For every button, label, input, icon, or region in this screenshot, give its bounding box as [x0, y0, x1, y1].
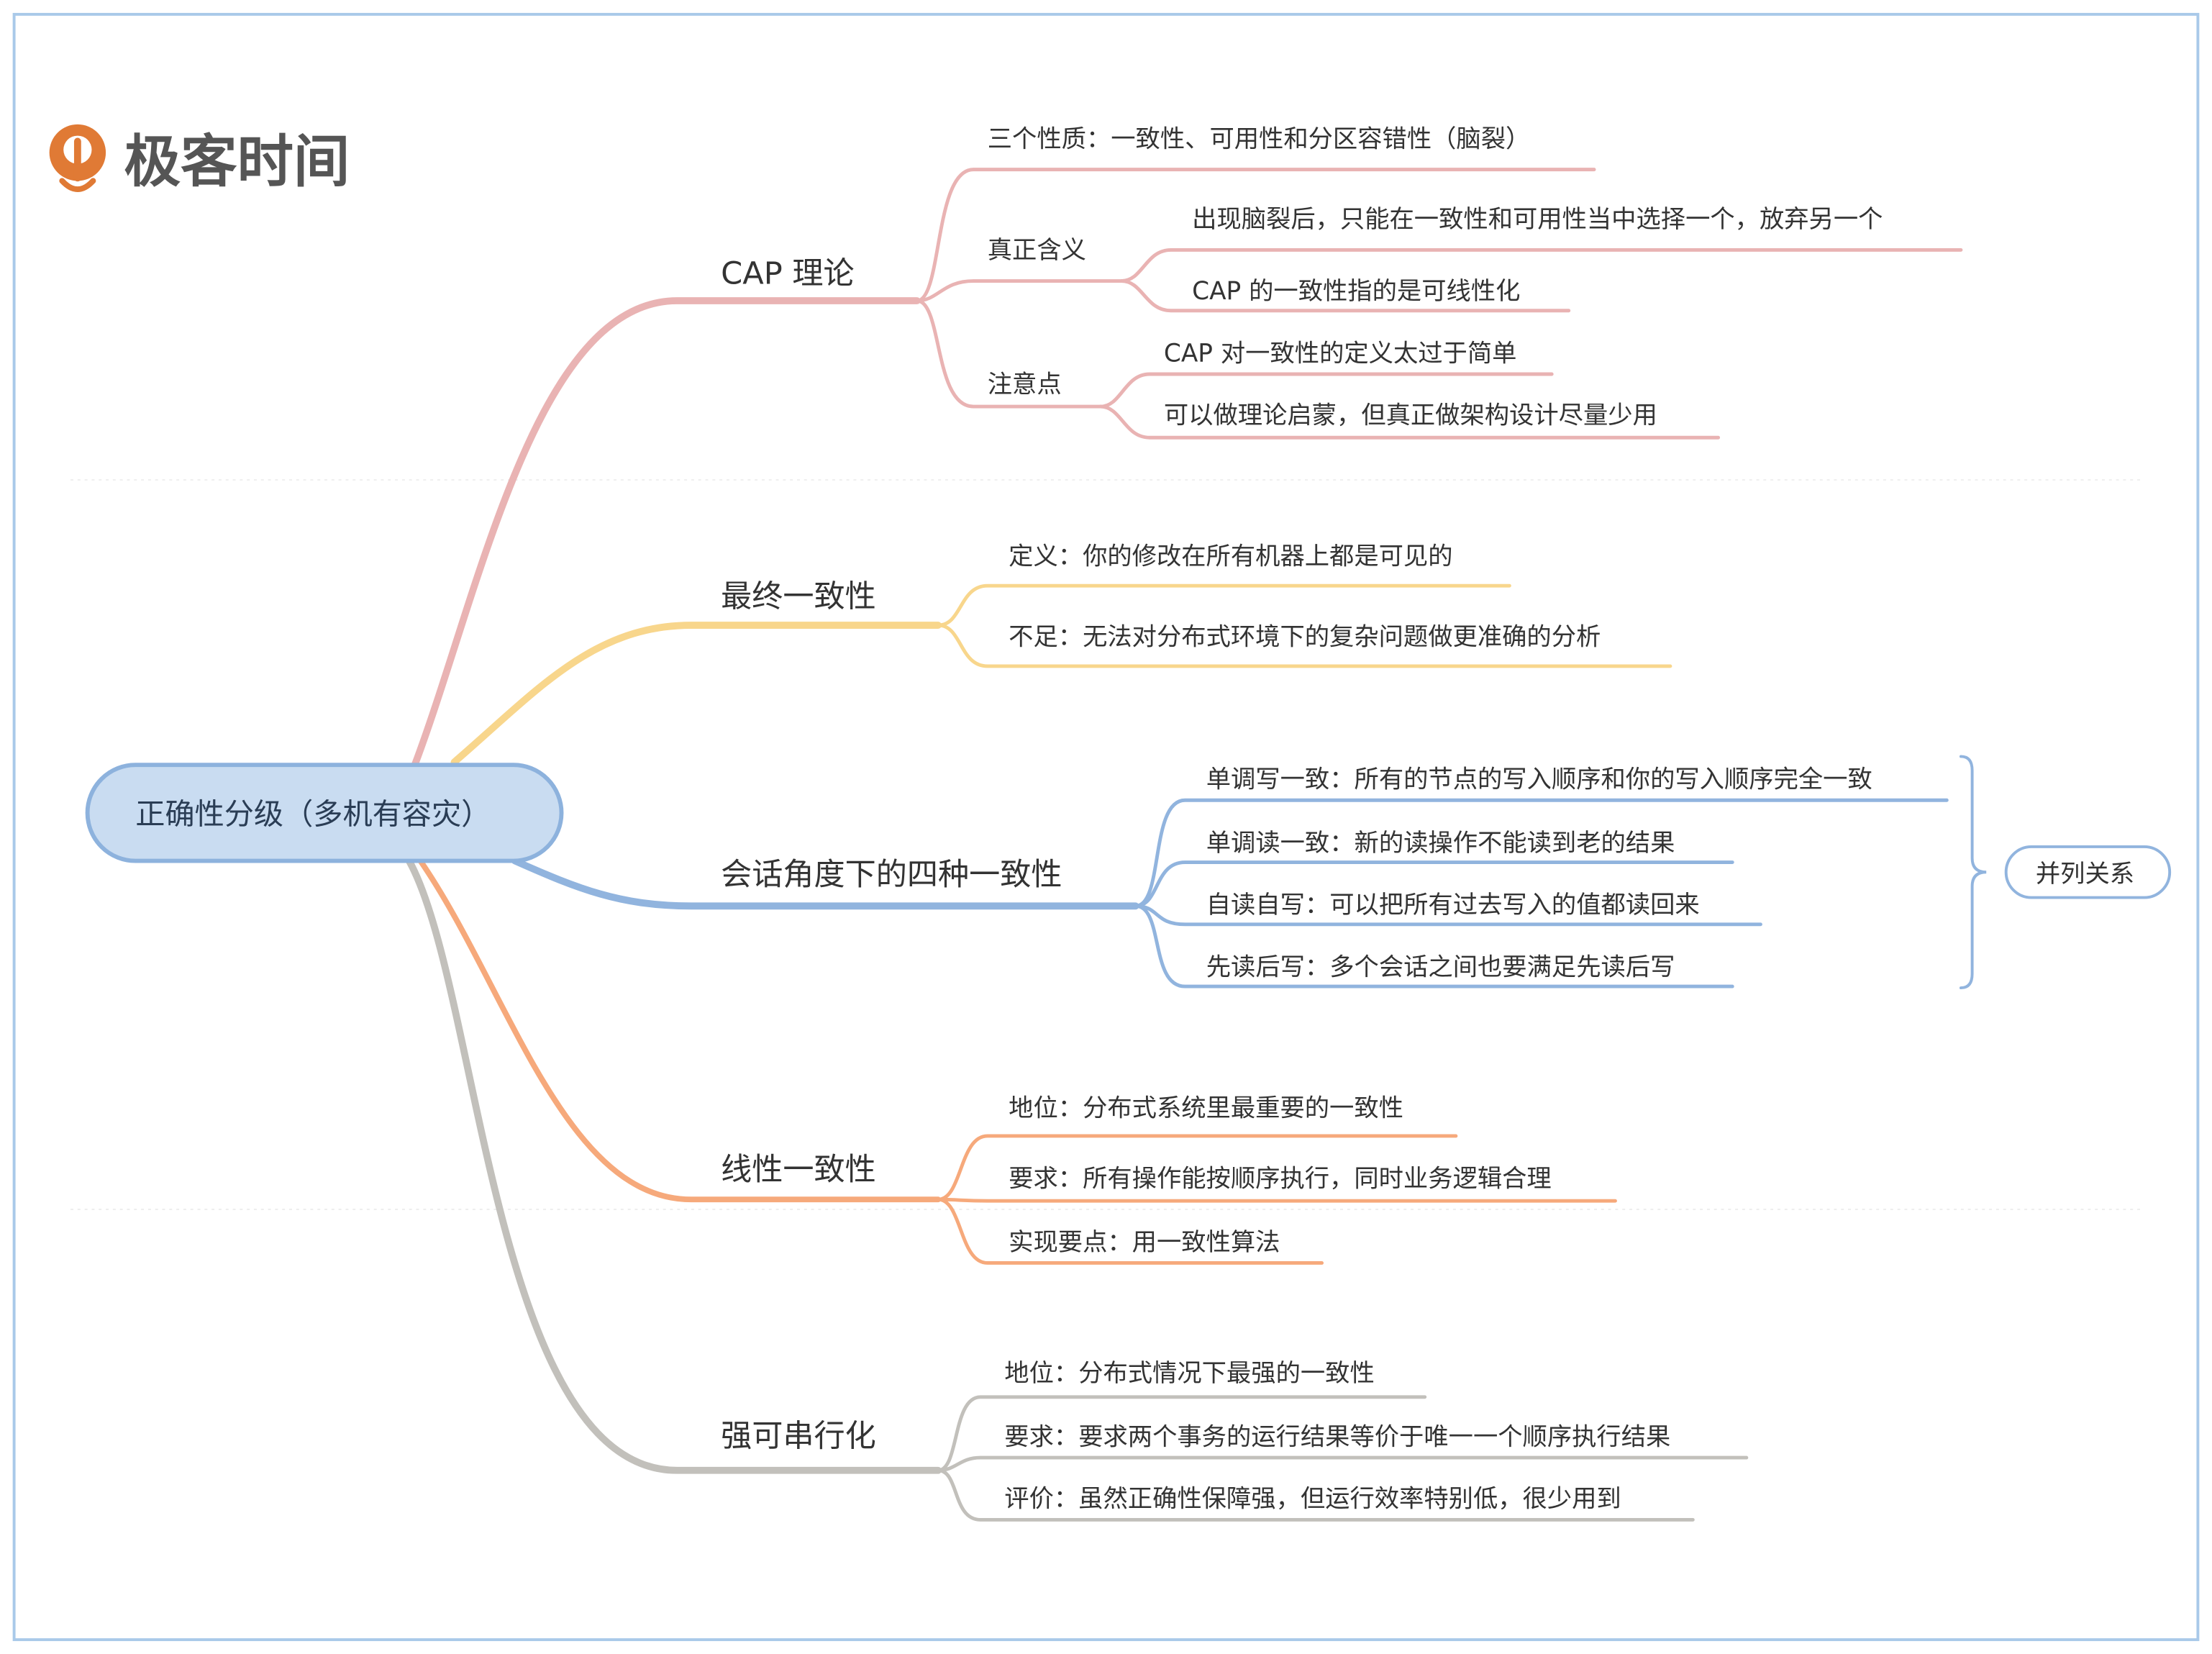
cap-notes: 注意点	[988, 370, 1062, 399]
node-eventual[interactable]: 最终一致性 定义：你的修改在所有机器上都是可见的 不足：无法对分布式环境下的复杂…	[721, 542, 1672, 668]
node-cap[interactable]: CAP 理论 三个性质：一致性、可用性和分区容错性（脑裂） 真正含义 出现脑裂后…	[721, 124, 1963, 440]
linear-requirement: 要求：所有操作能按顺序执行，同时业务逻辑合理	[1009, 1165, 1552, 1194]
summary-node[interactable]: 并列关系	[2004, 845, 2172, 899]
geektime-logo: 极客时间	[49, 124, 350, 194]
serial-evaluation: 评价：虽然正确性保障强，但运行效率特别低，很少用到	[1004, 1485, 1621, 1514]
branch-line-linear	[417, 858, 942, 1203]
node-serial[interactable]: 强可串行化 地位：分布式情况下最强的一致性 要求：要求两个事务的运行结果等价于唯…	[721, 1359, 1749, 1522]
branch-line-cap	[411, 297, 921, 769]
serial-label: 强可串行化	[721, 1418, 876, 1454]
cap-note-1: CAP 对一致性的定义太过于简单	[1164, 339, 1517, 368]
serial-requirement: 要求：要求两个事务的运行结果等价于唯一一个顺序执行结果	[1004, 1422, 1670, 1451]
watermark-grid	[70, 479, 2144, 1210]
cap-meaning: 真正含义	[988, 236, 1086, 265]
linear-implementation: 实现要点：用一致性算法	[1009, 1228, 1280, 1257]
cap-property: 三个性质：一致性、可用性和分区容错性（脑裂）	[988, 124, 1531, 153]
branch-line-session	[511, 857, 1139, 910]
cap-meaning-2: CAP 的一致性指的是可线性化	[1192, 277, 1520, 306]
cap-meaning-1: 出现脑裂后，只能在一致性和可用性当中选择一个，放弃另一个	[1192, 205, 1883, 234]
root-node[interactable]: 正确性分级（多机有容灾）	[85, 763, 564, 863]
logo-text: 极客时间	[124, 129, 350, 194]
serial-status: 地位：分布式情况下最强的一致性	[1004, 1359, 1374, 1388]
session-item-3: 自读自写：可以把所有过去写入的值都读回来	[1206, 891, 1700, 919]
branch-line-eventual	[450, 622, 942, 766]
eventual-def: 定义：你的修改在所有机器上都是可见的	[1009, 542, 1452, 571]
eventual-label: 最终一致性	[721, 579, 876, 615]
session-item-2: 单调读一致：新的读操作不能读到老的结果	[1206, 829, 1675, 858]
linear-label: 线性一致性	[721, 1152, 876, 1188]
session-label: 会话角度下的四种一致性	[721, 857, 1062, 893]
branch-line-serial	[405, 857, 942, 1474]
node-session[interactable]: 会话角度下的四种一致性 单调写一致：所有的节点的写入顺序和你的写入顺序完全一致 …	[721, 755, 2172, 990]
session-item-4: 先读后写：多个会话之间也要满足先读后写	[1206, 953, 1675, 981]
summary-brace	[1959, 755, 1987, 990]
node-linear[interactable]: 线性一致性 地位：分布式系统里最重要的一致性 要求：所有操作能按顺序执行，同时业…	[721, 1094, 1617, 1265]
root-label: 正确性分级（多机有容灾）	[135, 797, 491, 832]
linear-status: 地位：分布式系统里最重要的一致性	[1009, 1094, 1403, 1123]
cap-note-2: 可以做理论启蒙，但真正做架构设计尽量少用	[1164, 401, 1657, 430]
cap-label: CAP 理论	[721, 255, 855, 291]
summary-label: 并列关系	[2036, 860, 2134, 889]
session-item-1: 单调写一致：所有的节点的写入顺序和你的写入顺序完全一致	[1206, 765, 1872, 794]
eventual-weakness: 不足：无法对分布式环境下的复杂问题做更准确的分析	[1009, 623, 1601, 652]
